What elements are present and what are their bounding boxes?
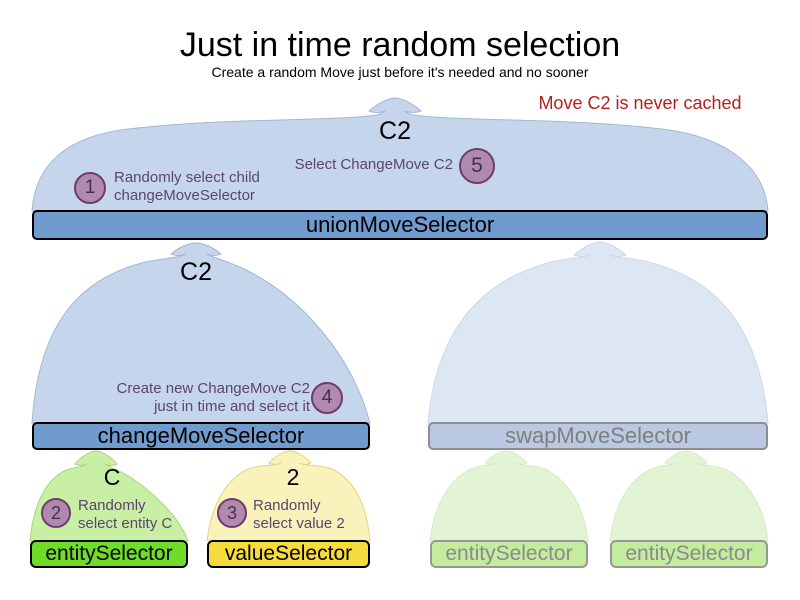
step-5-badge: 5 bbox=[459, 148, 495, 184]
step-4-badge: 4 bbox=[311, 382, 343, 414]
step-3-line-1: Randomly bbox=[253, 497, 321, 514]
change-funnel-shape bbox=[31, 242, 371, 424]
union-funnel-shape bbox=[31, 97, 769, 212]
entity-faded-right-funnel-shape bbox=[609, 450, 769, 542]
entity-faded-left-funnel-shape bbox=[429, 450, 589, 542]
entity-selector-faded-left-bar: entitySelector bbox=[430, 540, 588, 568]
never-cached-note: Move C2 is never cached bbox=[538, 93, 742, 113]
step-4-line-1: Create new ChangeMove C2 bbox=[116, 380, 310, 397]
step-3-badge: 3 bbox=[217, 498, 247, 528]
union-move-selector-bar: unionMoveSelector bbox=[32, 210, 768, 240]
swap-move-selector-bar: swapMoveSelector bbox=[428, 422, 768, 450]
step-3-line-2: select value 2 bbox=[253, 515, 345, 532]
value-funnel-shape bbox=[206, 450, 371, 542]
entity-selector-bar: entitySelector bbox=[30, 540, 188, 568]
union-output-label: C2 bbox=[379, 117, 411, 145]
page-title: Just in time random selection bbox=[179, 26, 621, 64]
entity-selector-faded-right-bar: entitySelector bbox=[610, 540, 768, 568]
step-5-text: Select ChangeMove C2 bbox=[295, 156, 453, 174]
entity-output-label: C bbox=[103, 464, 121, 490]
step-2-badge: 2 bbox=[41, 498, 71, 528]
change-move-selector-bar: changeMoveSelector bbox=[32, 422, 370, 450]
step-1-line-1: Randomly select child bbox=[114, 169, 260, 186]
step-3-text: Randomly select value 2 bbox=[253, 497, 345, 533]
value-selector-bar: valueSelector bbox=[207, 540, 370, 568]
value-output-label: 2 bbox=[286, 464, 300, 490]
swap-funnel-shape bbox=[427, 241, 769, 424]
step-2-text: Randomly select entity C bbox=[78, 497, 172, 533]
step-2-line-2: select entity C bbox=[78, 515, 173, 532]
step-5-line-1: Select ChangeMove C2 bbox=[294, 156, 453, 173]
step-4-text: Create new ChangeMove C2 just in time an… bbox=[117, 380, 310, 416]
change-output-label: C2 bbox=[180, 258, 212, 286]
step-1-text: Randomly select child changeMoveSelector bbox=[114, 169, 260, 205]
step-4-line-2: just in time and select it bbox=[154, 398, 310, 415]
page-subtitle: Create a random Move just before it's ne… bbox=[211, 64, 589, 80]
step-1-line-2: changeMoveSelector bbox=[114, 187, 255, 204]
step-2-line-1: Randomly bbox=[78, 497, 146, 514]
step-1-badge: 1 bbox=[74, 172, 106, 204]
